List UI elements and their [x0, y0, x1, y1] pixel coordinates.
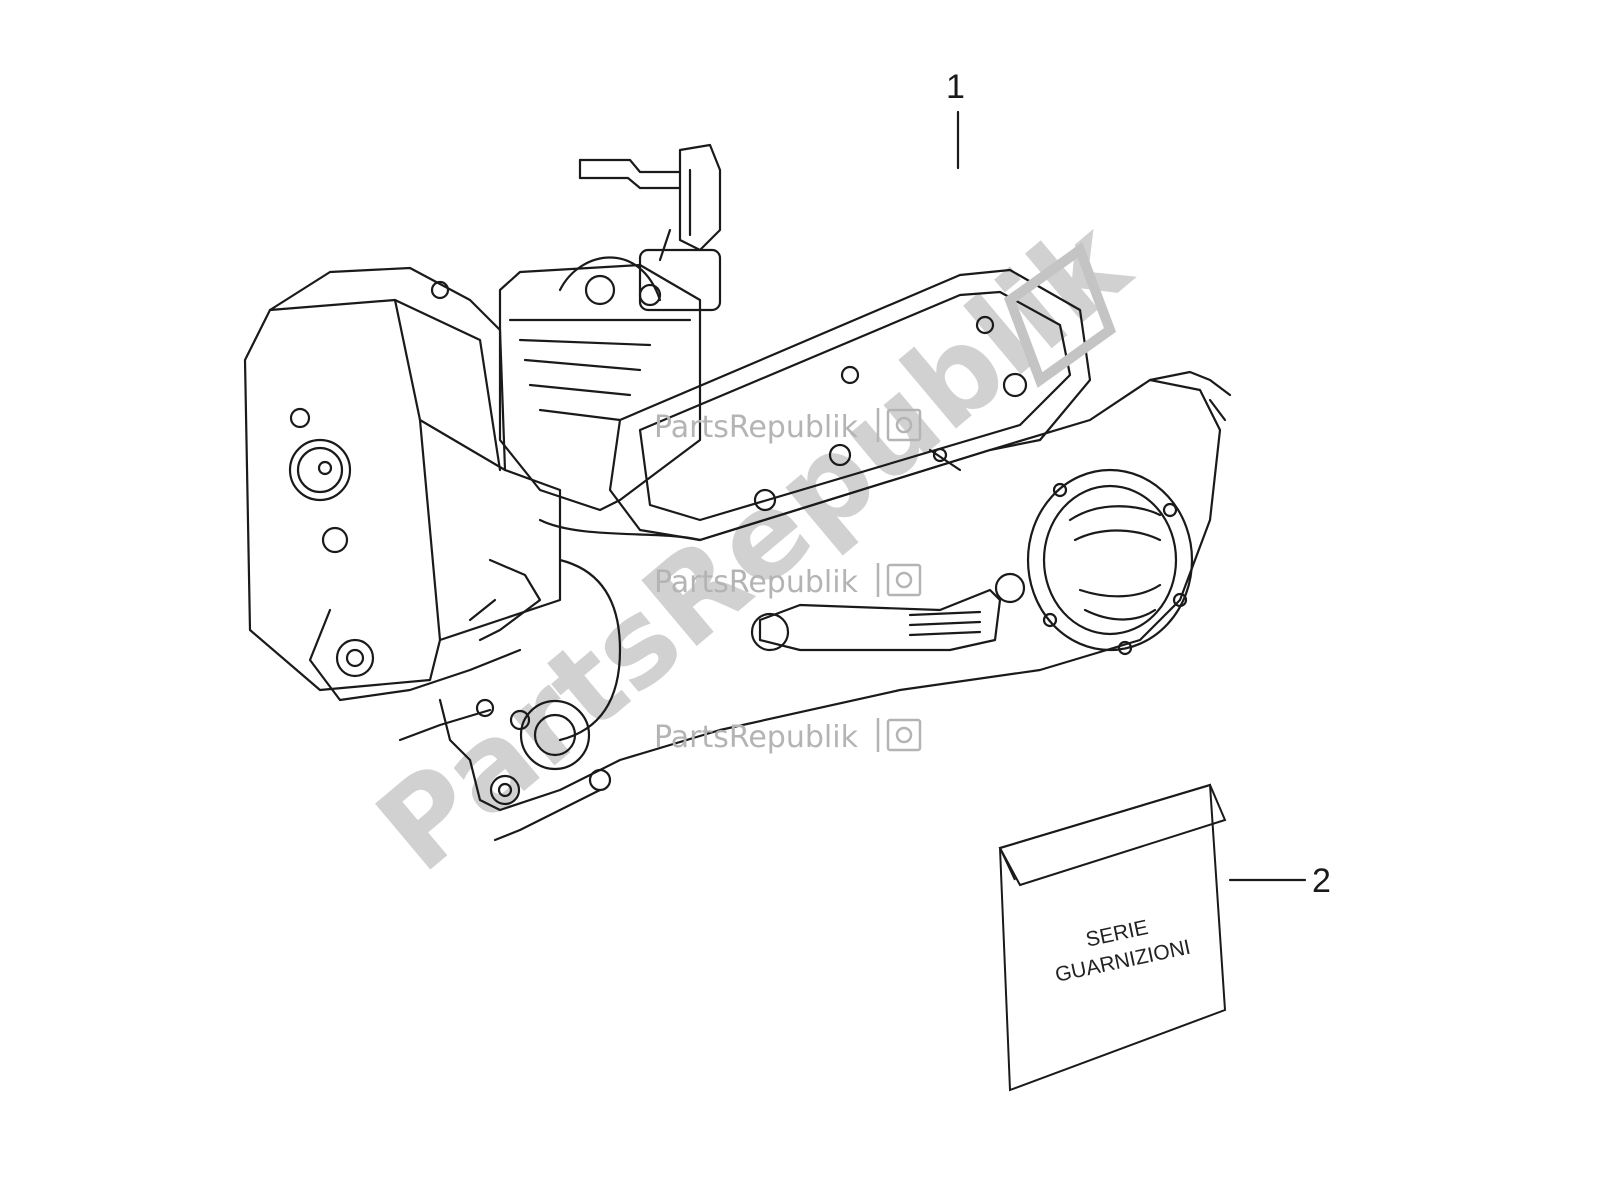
kickstart-lever: [750, 572, 1026, 652]
callout-2: 2: [1312, 862, 1331, 900]
watermark-text-2: PartsRepublik: [654, 565, 858, 600]
callout-1: 1: [946, 68, 965, 106]
cylinder: [498, 256, 702, 512]
carburetor: [578, 143, 722, 312]
engine-mount: [308, 608, 522, 702]
watermark-text-3: PartsRepublik: [654, 720, 858, 755]
rear-hub: [1148, 370, 1232, 422]
wiring: [398, 558, 602, 842]
gasket-envelope: [998, 783, 1227, 1092]
cooling-shroud: [243, 266, 562, 692]
watermark-text-1: PartsRepublik: [654, 410, 858, 445]
clutch-cover: [1026, 468, 1194, 656]
